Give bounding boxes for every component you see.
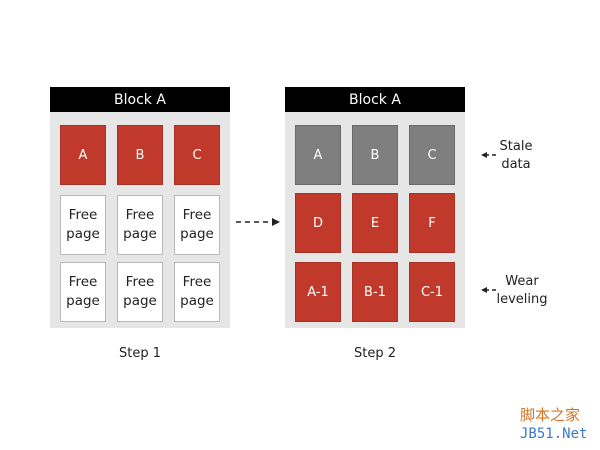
wear-leveling-arrow bbox=[481, 287, 498, 293]
block1-free-page: Free page bbox=[60, 195, 106, 255]
block2-page: B-1 bbox=[352, 262, 398, 322]
block1-free-page: Free page bbox=[174, 262, 220, 322]
block1-page: B bbox=[117, 125, 163, 185]
block2-stale-page: A bbox=[295, 125, 341, 185]
stale-data-note: Stale data bbox=[499, 139, 533, 172]
block1-free-page: Free page bbox=[117, 195, 163, 255]
block1-free-page: Free page bbox=[117, 262, 163, 322]
wear-leveling-note: Wear leveling bbox=[496, 274, 548, 307]
block2-body: A B C D E F A-1 B-1 C-1 bbox=[285, 112, 465, 328]
block1-page: A bbox=[60, 125, 106, 185]
block2-page: D bbox=[295, 193, 341, 253]
block1-body: A B C Free page Free page Free page Free… bbox=[50, 112, 230, 328]
step1-label: Step 1 bbox=[118, 346, 161, 361]
block2-header: Block A bbox=[285, 87, 465, 112]
block1-free-page: Free page bbox=[174, 195, 220, 255]
block2-page: F bbox=[409, 193, 455, 253]
block2-stale-page: C bbox=[409, 125, 455, 185]
stale-data-arrow bbox=[481, 152, 498, 158]
block2-page: C-1 bbox=[409, 262, 455, 322]
block2-title: Block A bbox=[349, 91, 401, 108]
watermark-cn: 脚本之家 bbox=[520, 406, 581, 424]
block1-free-page: Free page bbox=[60, 262, 106, 322]
block1-page: C bbox=[174, 125, 220, 185]
step2-label: Step 2 bbox=[353, 346, 396, 361]
block2-page: A-1 bbox=[295, 262, 341, 322]
block2-stale-page: B bbox=[352, 125, 398, 185]
block1-header: Block A bbox=[50, 87, 230, 112]
block1-title: Block A bbox=[114, 91, 166, 108]
watermark-en: JB51.Net bbox=[520, 426, 588, 442]
step-transition-arrow bbox=[236, 218, 280, 226]
block2-page: E bbox=[352, 193, 398, 253]
